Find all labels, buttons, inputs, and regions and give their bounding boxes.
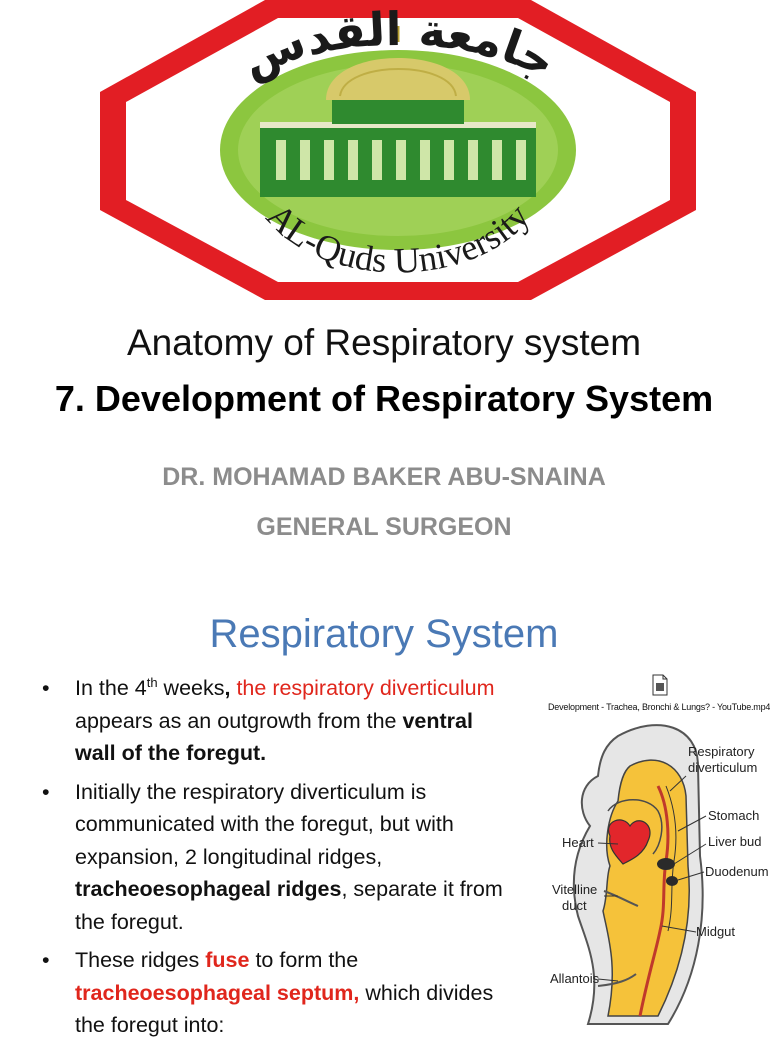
label-stomach: Stomach xyxy=(708,808,759,823)
embryo-diagram: Respiratory diverticulum Stomach Heart L… xyxy=(550,724,769,1025)
label-duct: duct xyxy=(562,898,587,913)
university-seal: جامعة القدس AL-Quds University xyxy=(100,0,696,300)
bullet-text: which divides the foregut into: xyxy=(75,980,494,1038)
label-liver-bud: Liver bud xyxy=(708,834,761,849)
label-midgut: Midgut xyxy=(696,924,735,939)
video-filename[interactable]: Development - Trachea, Bronchi & Lungs? … xyxy=(548,702,770,712)
bullet-item: • In the 4th weeks, the respiratory dive… xyxy=(40,672,510,770)
content-slide: Respiratory System • In the 4th weeks, t… xyxy=(0,590,770,1037)
bullet-text-bold: ventral wall of the foregut. xyxy=(75,708,473,766)
label-duodenum: Duodenum xyxy=(705,864,769,879)
logo-building-arches xyxy=(276,140,526,180)
bullet-text: appears as an outgrowth from the xyxy=(75,708,403,733)
bullet-item: • These ridges fuse to form the tracheoe… xyxy=(40,944,510,1042)
bullet-text: to form the xyxy=(249,948,359,972)
liver-bud-shape xyxy=(657,858,675,870)
duodenum-shape xyxy=(666,876,678,886)
bullet-icon: • xyxy=(42,948,50,972)
highlight-text: the respiratory diverticulum xyxy=(230,676,495,700)
al-quds-university-logo: جامعة القدس AL-Quds University xyxy=(100,0,696,300)
bullet-text: These ridges xyxy=(75,948,206,972)
bullet-text: In the 4 xyxy=(75,676,147,700)
bullet-icon: • xyxy=(42,779,50,804)
bullet-text: weeks xyxy=(157,676,225,700)
gut-tube xyxy=(638,785,670,1017)
label-heart: Heart xyxy=(562,835,594,850)
highlight-text-bold: fuse xyxy=(205,948,250,972)
slide-title: Respiratory System xyxy=(209,612,559,656)
logo-dome xyxy=(326,58,470,100)
label-respiratory: Respiratory xyxy=(688,744,755,759)
bullet-item: • Initially the respiratory diverticulum… xyxy=(40,776,510,939)
presentation-title: Anatomy of Respiratory system xyxy=(126,322,642,363)
logo-drum xyxy=(332,98,464,124)
label-diverticulum: diverticulum xyxy=(688,760,757,775)
author-name: DR. MOHAMAD BAKER ABU-SNAINA xyxy=(162,463,606,491)
video-file-icon[interactable] xyxy=(652,674,668,696)
bullet-text-bold: , xyxy=(224,676,231,700)
bullet-list: • In the 4th weeks, the respiratory dive… xyxy=(40,672,510,1048)
label-vitelline: Vitelline xyxy=(552,882,597,897)
label-leaders xyxy=(597,775,707,982)
title-slide: جامعة القدس AL-Quds University Anatomy o… xyxy=(54,0,714,541)
superscript: th xyxy=(146,674,158,690)
bullet-icon: • xyxy=(42,676,50,700)
lecture-title: 7. Development of Respiratory System xyxy=(54,378,714,419)
logo-building-cornice xyxy=(260,122,536,128)
bullet-text: , separate it from the foregut. xyxy=(75,877,503,934)
label-allantois: Allantois xyxy=(550,971,600,986)
bullet-text-bold: tracheoesophageal ridges xyxy=(75,877,342,901)
embedded-video[interactable]: Development - Trachea, Bronchi & Lungs? … xyxy=(548,670,770,1025)
author-role: GENERAL SURGEON xyxy=(256,513,512,541)
heart-shape xyxy=(607,819,651,865)
bullet-text: Initially the respiratory diverticulum i… xyxy=(75,779,454,869)
highlight-text-bold: tracheoesophageal septum, xyxy=(75,980,360,1005)
